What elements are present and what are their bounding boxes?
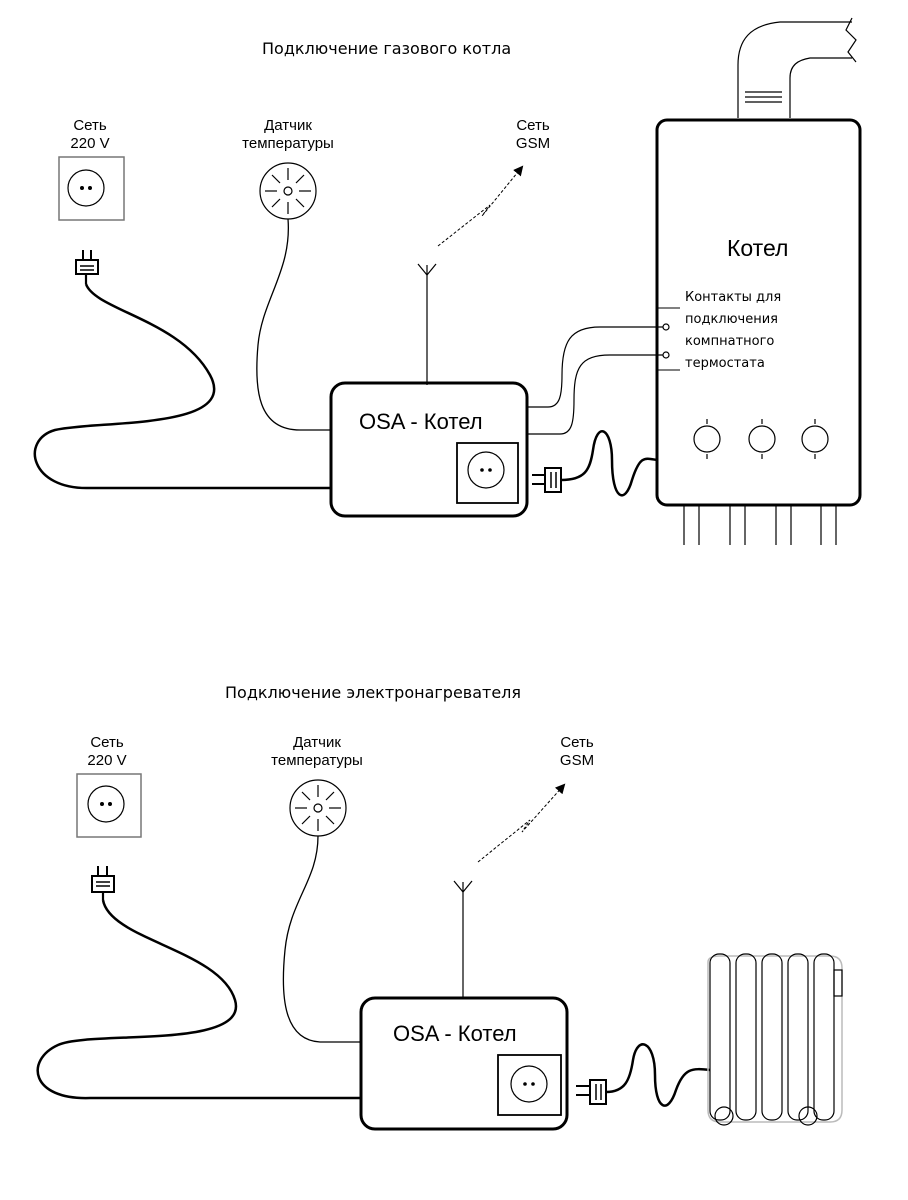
wall-socket-icon [58,156,125,221]
osa-device-box [329,381,529,518]
mains-label: Сеть 220 V [55,117,125,153]
mains-label-line-1: Сеть [90,734,124,751]
sensor-label-line-2: температуры [242,135,334,152]
gsm-label-line-1: Сеть [560,734,594,751]
thermostat-wire-2 [527,354,663,435]
mains-label-line-2: 220 V [87,752,127,769]
mains-plug-icon [91,866,115,900]
contacts-label-line-2: подключения [685,312,778,327]
thermostat-contacts-label: Контакты для подключения компнатного тер… [685,287,781,375]
osa-device-label: OSA - Котел [359,409,483,434]
osa-device-box [359,996,569,1131]
wall-socket-icon [76,773,142,838]
electric-heater-diagram [36,773,843,1131]
mains-label: Сеть 220 V [72,734,142,770]
mains-cable [33,283,330,490]
gsm-signal-arrow [437,165,524,247]
mains-label-line-2: 220 V [70,135,110,152]
sensor-cable [282,835,362,1043]
sensor-label: Датчик температуры [228,117,348,153]
gsm-label-line-1: Сеть [516,117,550,134]
contacts-label-line-3: компнатного [685,334,775,349]
device-socket-icon [456,442,519,504]
gsm-signal-arrow [477,783,566,863]
sensor-label-line-1: Датчик [293,734,341,751]
boiler-power-plug-icon [532,467,562,493]
thermostat-wire-1 [527,326,663,408]
boiler-power-cable [560,430,658,497]
heater-power-plug-icon [576,1079,607,1105]
mains-label-line-1: Сеть [73,117,107,134]
gsm-label: Сеть GSM [544,734,610,770]
contacts-label-line-1: Контакты для [685,290,782,305]
gsm-label-line-2: GSM [515,135,551,152]
gsm-label-line-2: GSM [559,752,595,769]
radiator-icon [707,953,843,1126]
mains-cable [36,899,360,1100]
sensor-label-line-1: Датчик [264,117,312,134]
sensor-label: Датчик температуры [257,734,377,770]
device-socket-icon [497,1054,562,1116]
contacts-label-line-4: термостата [685,356,765,371]
boiler-label: Котел [727,235,789,261]
mains-plug-icon [75,250,99,284]
antenna-icon [417,263,437,385]
heater-power-cable [605,1043,711,1107]
boiler-icon [655,17,862,545]
sensor-cable [256,218,332,431]
osa-device-label: OSA - Котел [393,1021,517,1046]
diagram-1-title: Подключение газового котла [262,39,512,58]
temperature-sensor-icon [289,779,347,837]
diagram-2-title: Подключение электронагревателя [225,683,522,702]
temperature-sensor-icon [259,162,317,220]
antenna-icon [453,880,473,997]
gsm-label: Сеть GSM [500,117,566,153]
sensor-label-line-2: температуры [271,752,363,769]
gas-boiler-diagram [33,17,862,545]
